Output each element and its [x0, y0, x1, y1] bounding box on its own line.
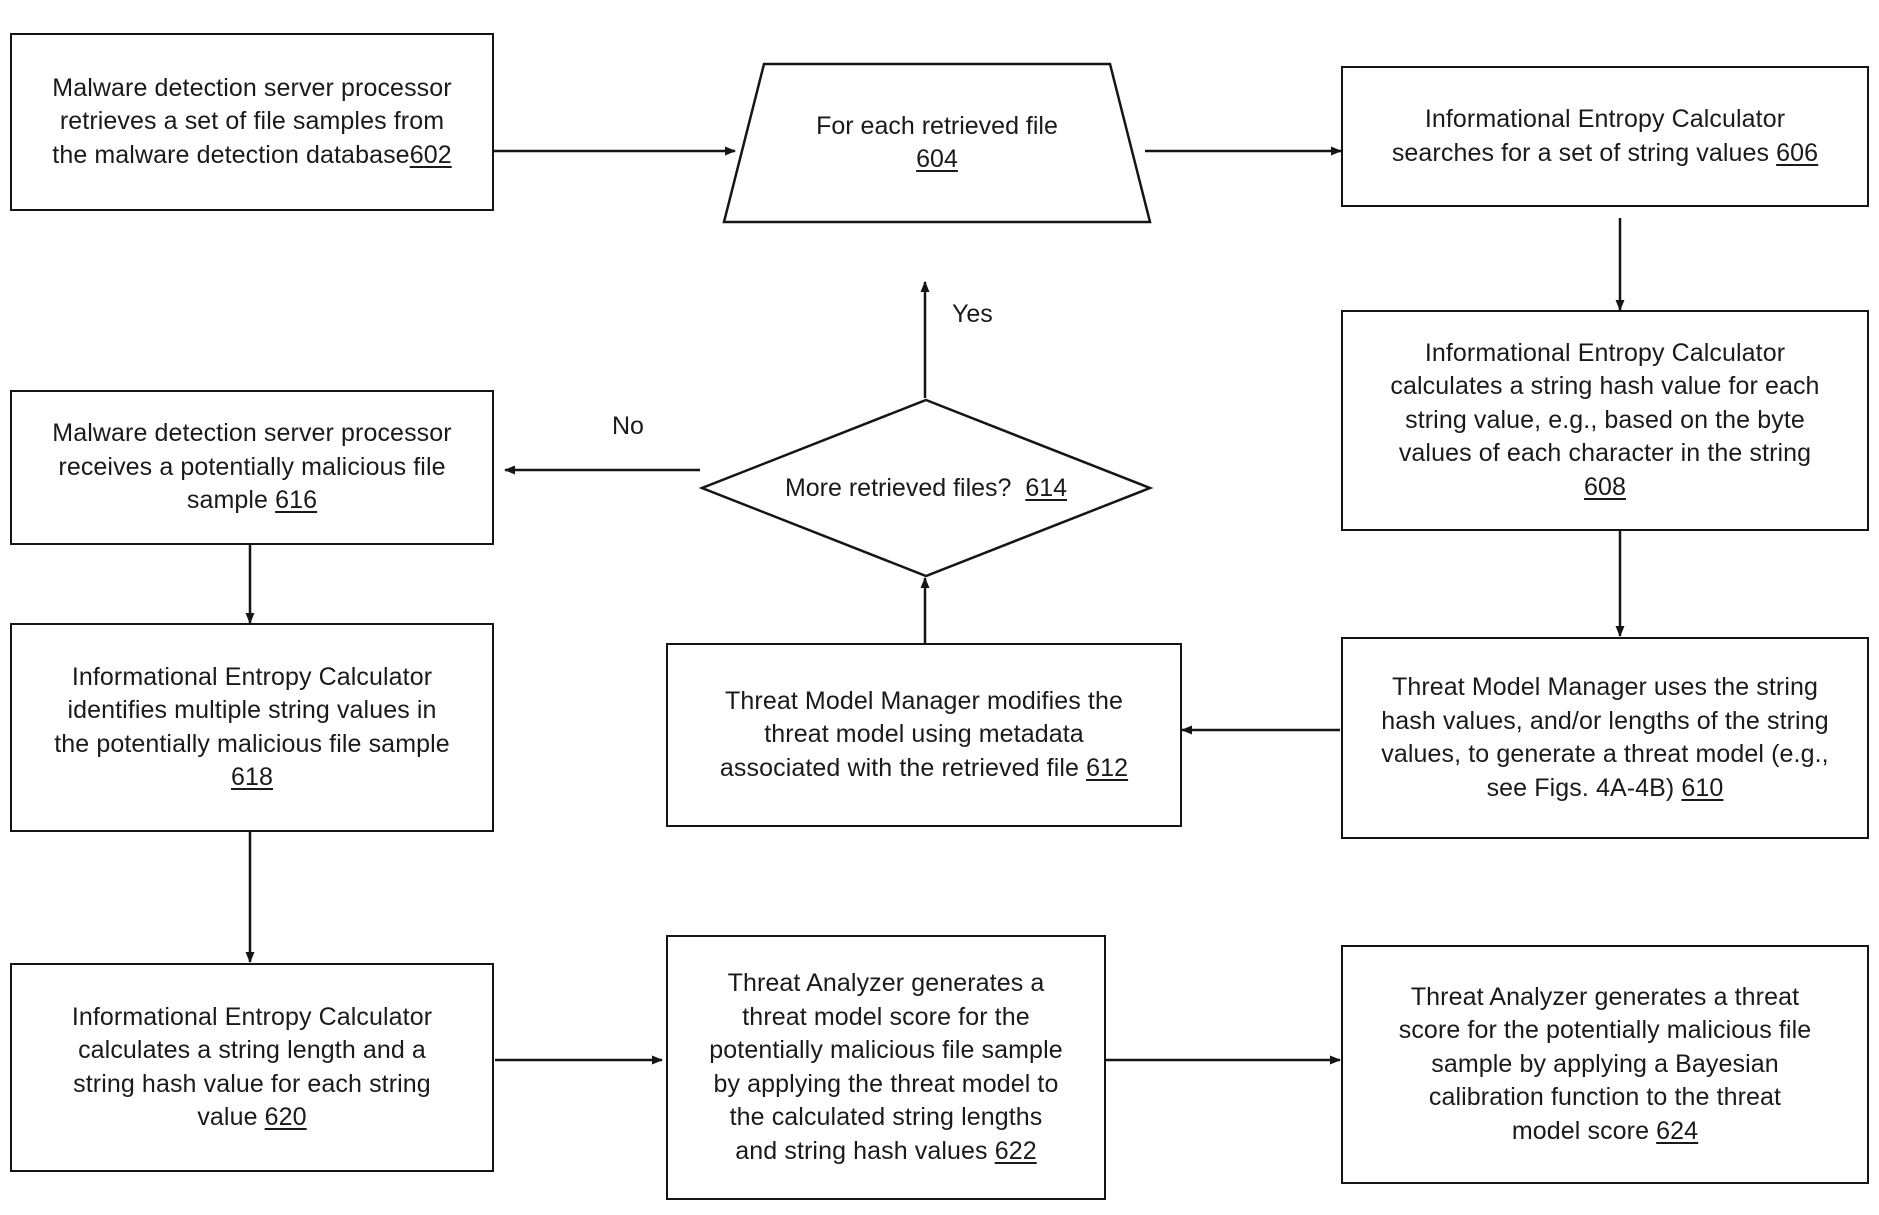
node-608-ref: 608: [1583, 472, 1626, 501]
edge-label-no: No: [612, 412, 644, 440]
node-618-text: Informational Entropy Calculator identif…: [54, 662, 450, 792]
node-620-text: Informational Entropy Calculator calcula…: [71, 1002, 433, 1132]
node-606-text: Informational Entropy Calculator searche…: [1391, 105, 1819, 167]
node-604-ref: 604: [916, 145, 958, 173]
node-622-text: Threat Analyzer generates a threat model…: [709, 969, 1063, 1165]
node-602-text: Malware detection server processor retri…: [52, 73, 452, 169]
node-606-ref: 606: [1776, 138, 1819, 167]
node-610[interactable]: Threat Model Manager uses the string has…: [1341, 637, 1869, 839]
node-624[interactable]: Threat Analyzer generates a threat score…: [1341, 945, 1869, 1184]
node-618-ref: 618: [230, 763, 273, 791]
node-606[interactable]: Informational Entropy Calculator searche…: [1341, 66, 1869, 207]
node-612[interactable]: Threat Model Manager modifies the threat…: [666, 643, 1182, 827]
node-608[interactable]: Informational Entropy Calculator calcula…: [1341, 310, 1869, 531]
node-620[interactable]: Informational Entropy Calculator calcula…: [10, 963, 494, 1172]
node-612-text: Threat Model Manager modifies the threat…: [719, 686, 1129, 782]
edge-label-yes: Yes: [952, 300, 993, 328]
node-604-trapezoid-shape: [722, 62, 1152, 224]
node-602[interactable]: Malware detection server processor retri…: [10, 33, 494, 211]
node-616-text: Malware detection server processor recei…: [52, 419, 452, 515]
node-602-ref: 602: [409, 140, 452, 169]
node-610-text: Threat Model Manager uses the string has…: [1381, 673, 1829, 802]
node-614-ref: 614: [1025, 473, 1068, 502]
node-614-text: More retrieved files? 614: [784, 473, 1068, 502]
node-608-text: Informational Entropy Calculator calcula…: [1390, 338, 1820, 501]
node-622-ref: 622: [994, 1136, 1037, 1165]
node-610-ref: 610: [1681, 773, 1724, 802]
node-618[interactable]: Informational Entropy Calculator identif…: [10, 623, 494, 832]
node-614-diamond-shape: [698, 398, 1154, 578]
node-616[interactable]: Malware detection server processor recei…: [10, 390, 494, 545]
node-622[interactable]: Threat Analyzer generates a threat model…: [666, 935, 1106, 1200]
node-620-ref: 620: [264, 1103, 307, 1131]
node-612-ref: 612: [1086, 753, 1129, 782]
node-624-ref: 624: [1656, 1116, 1699, 1145]
node-616-ref: 616: [275, 486, 318, 515]
node-624-text: Threat Analyzer generates a threat score…: [1398, 982, 1812, 1145]
node-614[interactable]: More retrieved files? 614: [698, 398, 1154, 578]
